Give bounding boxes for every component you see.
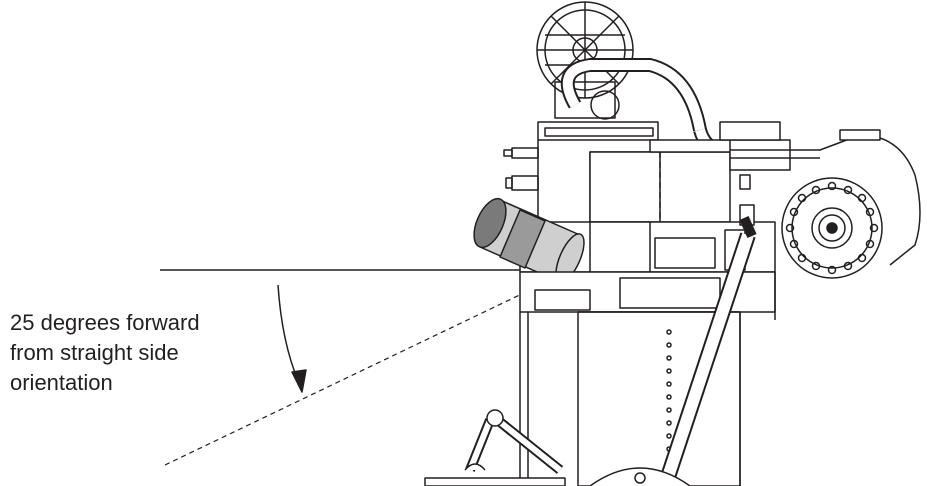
arrow-head bbox=[291, 369, 307, 393]
annotation-line-1: 25 degrees forward bbox=[10, 310, 200, 335]
wire-spool bbox=[536, 1, 634, 120]
blower-motor bbox=[781, 129, 921, 279]
curved-arrow bbox=[277, 284, 301, 386]
hose-lower bbox=[657, 215, 757, 486]
annotation-line-2: from straight side bbox=[10, 340, 179, 365]
lower-arm bbox=[424, 409, 691, 486]
annotation-line-3: orientation bbox=[10, 370, 113, 395]
side-fittings bbox=[503, 147, 539, 191]
gray-cylinder bbox=[473, 197, 585, 283]
dashed-angle-line bbox=[164, 289, 531, 466]
